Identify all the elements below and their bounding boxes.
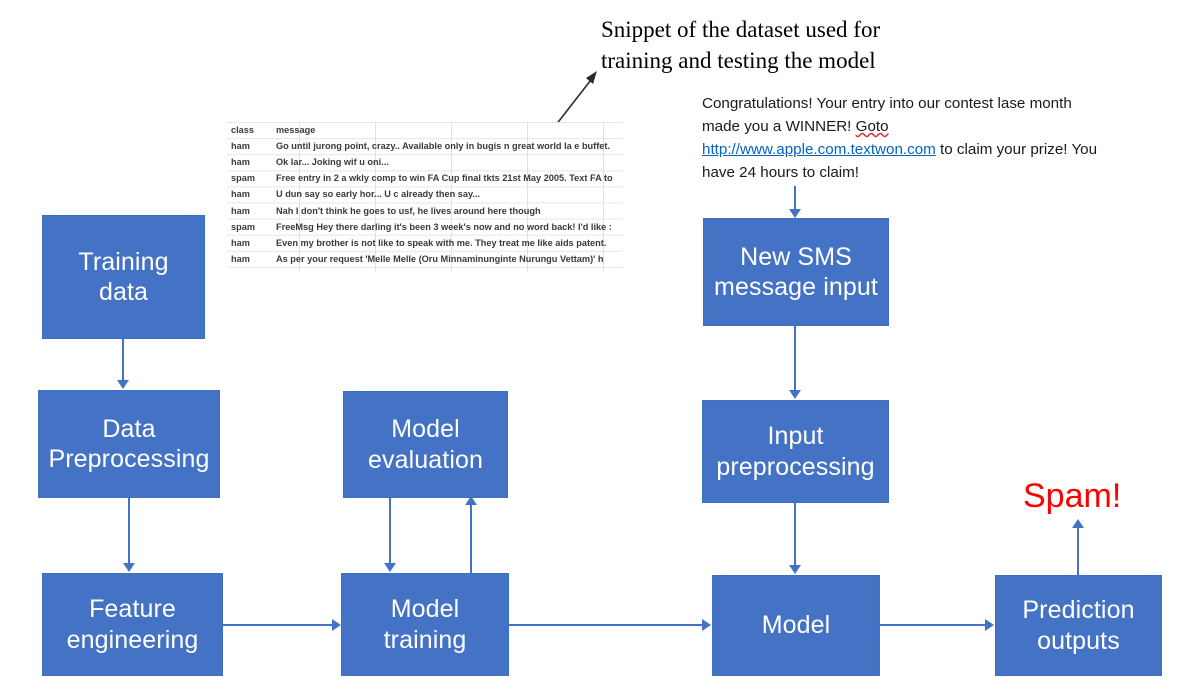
cell-message: Go until jurong point, crazy.. Available… bbox=[276, 141, 611, 152]
dataset-snippet: class message ham Go until jurong point,… bbox=[227, 122, 623, 272]
arrow-head-right-icon bbox=[702, 619, 711, 631]
flow-box-training-data[interactable]: Training data bbox=[42, 215, 205, 339]
cell-class: ham bbox=[231, 237, 250, 248]
cell-class: ham bbox=[231, 141, 250, 152]
arrow-head-right-icon bbox=[985, 619, 994, 631]
table-row: ham As per your request 'Melle Melle (Or… bbox=[227, 251, 623, 267]
arrow-head-down-icon bbox=[117, 380, 129, 389]
cell-class: ham bbox=[231, 189, 250, 200]
cell-class: ham bbox=[231, 157, 250, 168]
arrow-head-right-icon bbox=[332, 619, 341, 631]
connector-prediction-to-result bbox=[1077, 527, 1079, 575]
connector-model-to-prediction bbox=[880, 624, 986, 626]
table-row: spam FreeMsg Hey there darling it's been… bbox=[227, 219, 623, 235]
column-header-message: message bbox=[276, 125, 316, 136]
connector-preprocessing-to-model bbox=[794, 503, 796, 566]
table-row: ham Ok lar... Joking wif u oni... bbox=[227, 154, 623, 170]
sms-text-part1: Congratulations! Your entry into our con… bbox=[702, 95, 1072, 136]
annotation-caption: Snippet of the dataset used for training… bbox=[601, 17, 881, 74]
sms-text-part2: to claim your prize! You have 24 hours t… bbox=[702, 141, 1098, 182]
cell-message: Even my brother is not like to speak wit… bbox=[276, 237, 607, 248]
cell-class: ham bbox=[231, 253, 250, 264]
cell-class: spam bbox=[231, 221, 256, 232]
flow-box-data-preprocessing[interactable]: Data Preprocessing bbox=[38, 390, 220, 498]
table-row: ham Nah I don't think he goes to usf, he… bbox=[227, 202, 623, 218]
cell-class: spam bbox=[231, 173, 256, 184]
cell-class: ham bbox=[231, 205, 250, 216]
connector-feature-to-model-training bbox=[223, 624, 333, 626]
cell-message: Free entry in 2 a wkly comp to win FA Cu… bbox=[276, 173, 613, 184]
table-row: spam Free entry in 2 a wkly comp to win … bbox=[227, 170, 623, 186]
cell-message: Nah I don't think he goes to usf, he liv… bbox=[276, 205, 541, 216]
arrow-head-down-icon bbox=[384, 563, 396, 572]
sms-url-link[interactable]: http://www.apple.com.textwon.com bbox=[702, 141, 936, 159]
arrow-head-down-icon bbox=[123, 563, 135, 572]
connector-preprocessing-to-feature bbox=[128, 498, 130, 564]
dataset-table: class message ham Go until jurong point,… bbox=[227, 122, 623, 267]
arrow-head-up-icon bbox=[1072, 519, 1084, 528]
spreadsheet-gridlines bbox=[227, 122, 623, 272]
cell-message: As per your request 'Melle Melle (Oru Mi… bbox=[276, 253, 604, 264]
flow-box-model[interactable]: Model bbox=[712, 575, 880, 676]
connector-training-to-preprocessing bbox=[122, 339, 124, 381]
flow-box-feature-engineering[interactable]: Feature engineering bbox=[42, 573, 223, 676]
flow-box-model-training[interactable]: Model training bbox=[341, 573, 509, 676]
column-header-class: class bbox=[231, 125, 254, 136]
connector-input-to-preprocessing bbox=[794, 326, 796, 391]
table-row: ham Even my brother is not like to speak… bbox=[227, 235, 623, 251]
arrow-head-down-icon bbox=[789, 209, 801, 218]
cell-message: FreeMsg Hey there darling it's been 3 we… bbox=[276, 221, 612, 232]
flow-box-prediction-outputs[interactable]: Prediction outputs bbox=[995, 575, 1162, 676]
flow-box-new-sms-message-input[interactable]: New SMS message input bbox=[703, 218, 889, 326]
arrow-head-up-icon bbox=[465, 496, 477, 505]
arrow-head-down-icon bbox=[789, 390, 801, 399]
sms-sample-message: Congratulations! Your entry into our con… bbox=[702, 92, 1110, 184]
table-header-row: class message bbox=[227, 122, 623, 138]
flow-box-model-evaluation[interactable]: Model evaluation bbox=[343, 391, 508, 498]
sms-misspelled-word: Goto bbox=[855, 118, 889, 136]
result-spam-label: Spam! bbox=[1023, 477, 1122, 515]
connector-training-to-model bbox=[509, 624, 703, 626]
arrow-head-down-icon bbox=[789, 565, 801, 574]
table-row: ham U dun say so early hor... U c alread… bbox=[227, 186, 623, 202]
cell-message: Ok lar... Joking wif u oni... bbox=[276, 157, 389, 168]
connector-evaluation-to-training bbox=[389, 498, 391, 564]
connector-training-to-evaluation bbox=[470, 503, 472, 575]
flow-box-input-preprocessing[interactable]: Input preprocessing bbox=[702, 400, 889, 503]
connector-sms-to-input bbox=[794, 186, 796, 210]
cell-message: U dun say so early hor... U c already th… bbox=[276, 189, 481, 200]
table-row: ham Go until jurong point, crazy.. Avail… bbox=[227, 138, 623, 154]
